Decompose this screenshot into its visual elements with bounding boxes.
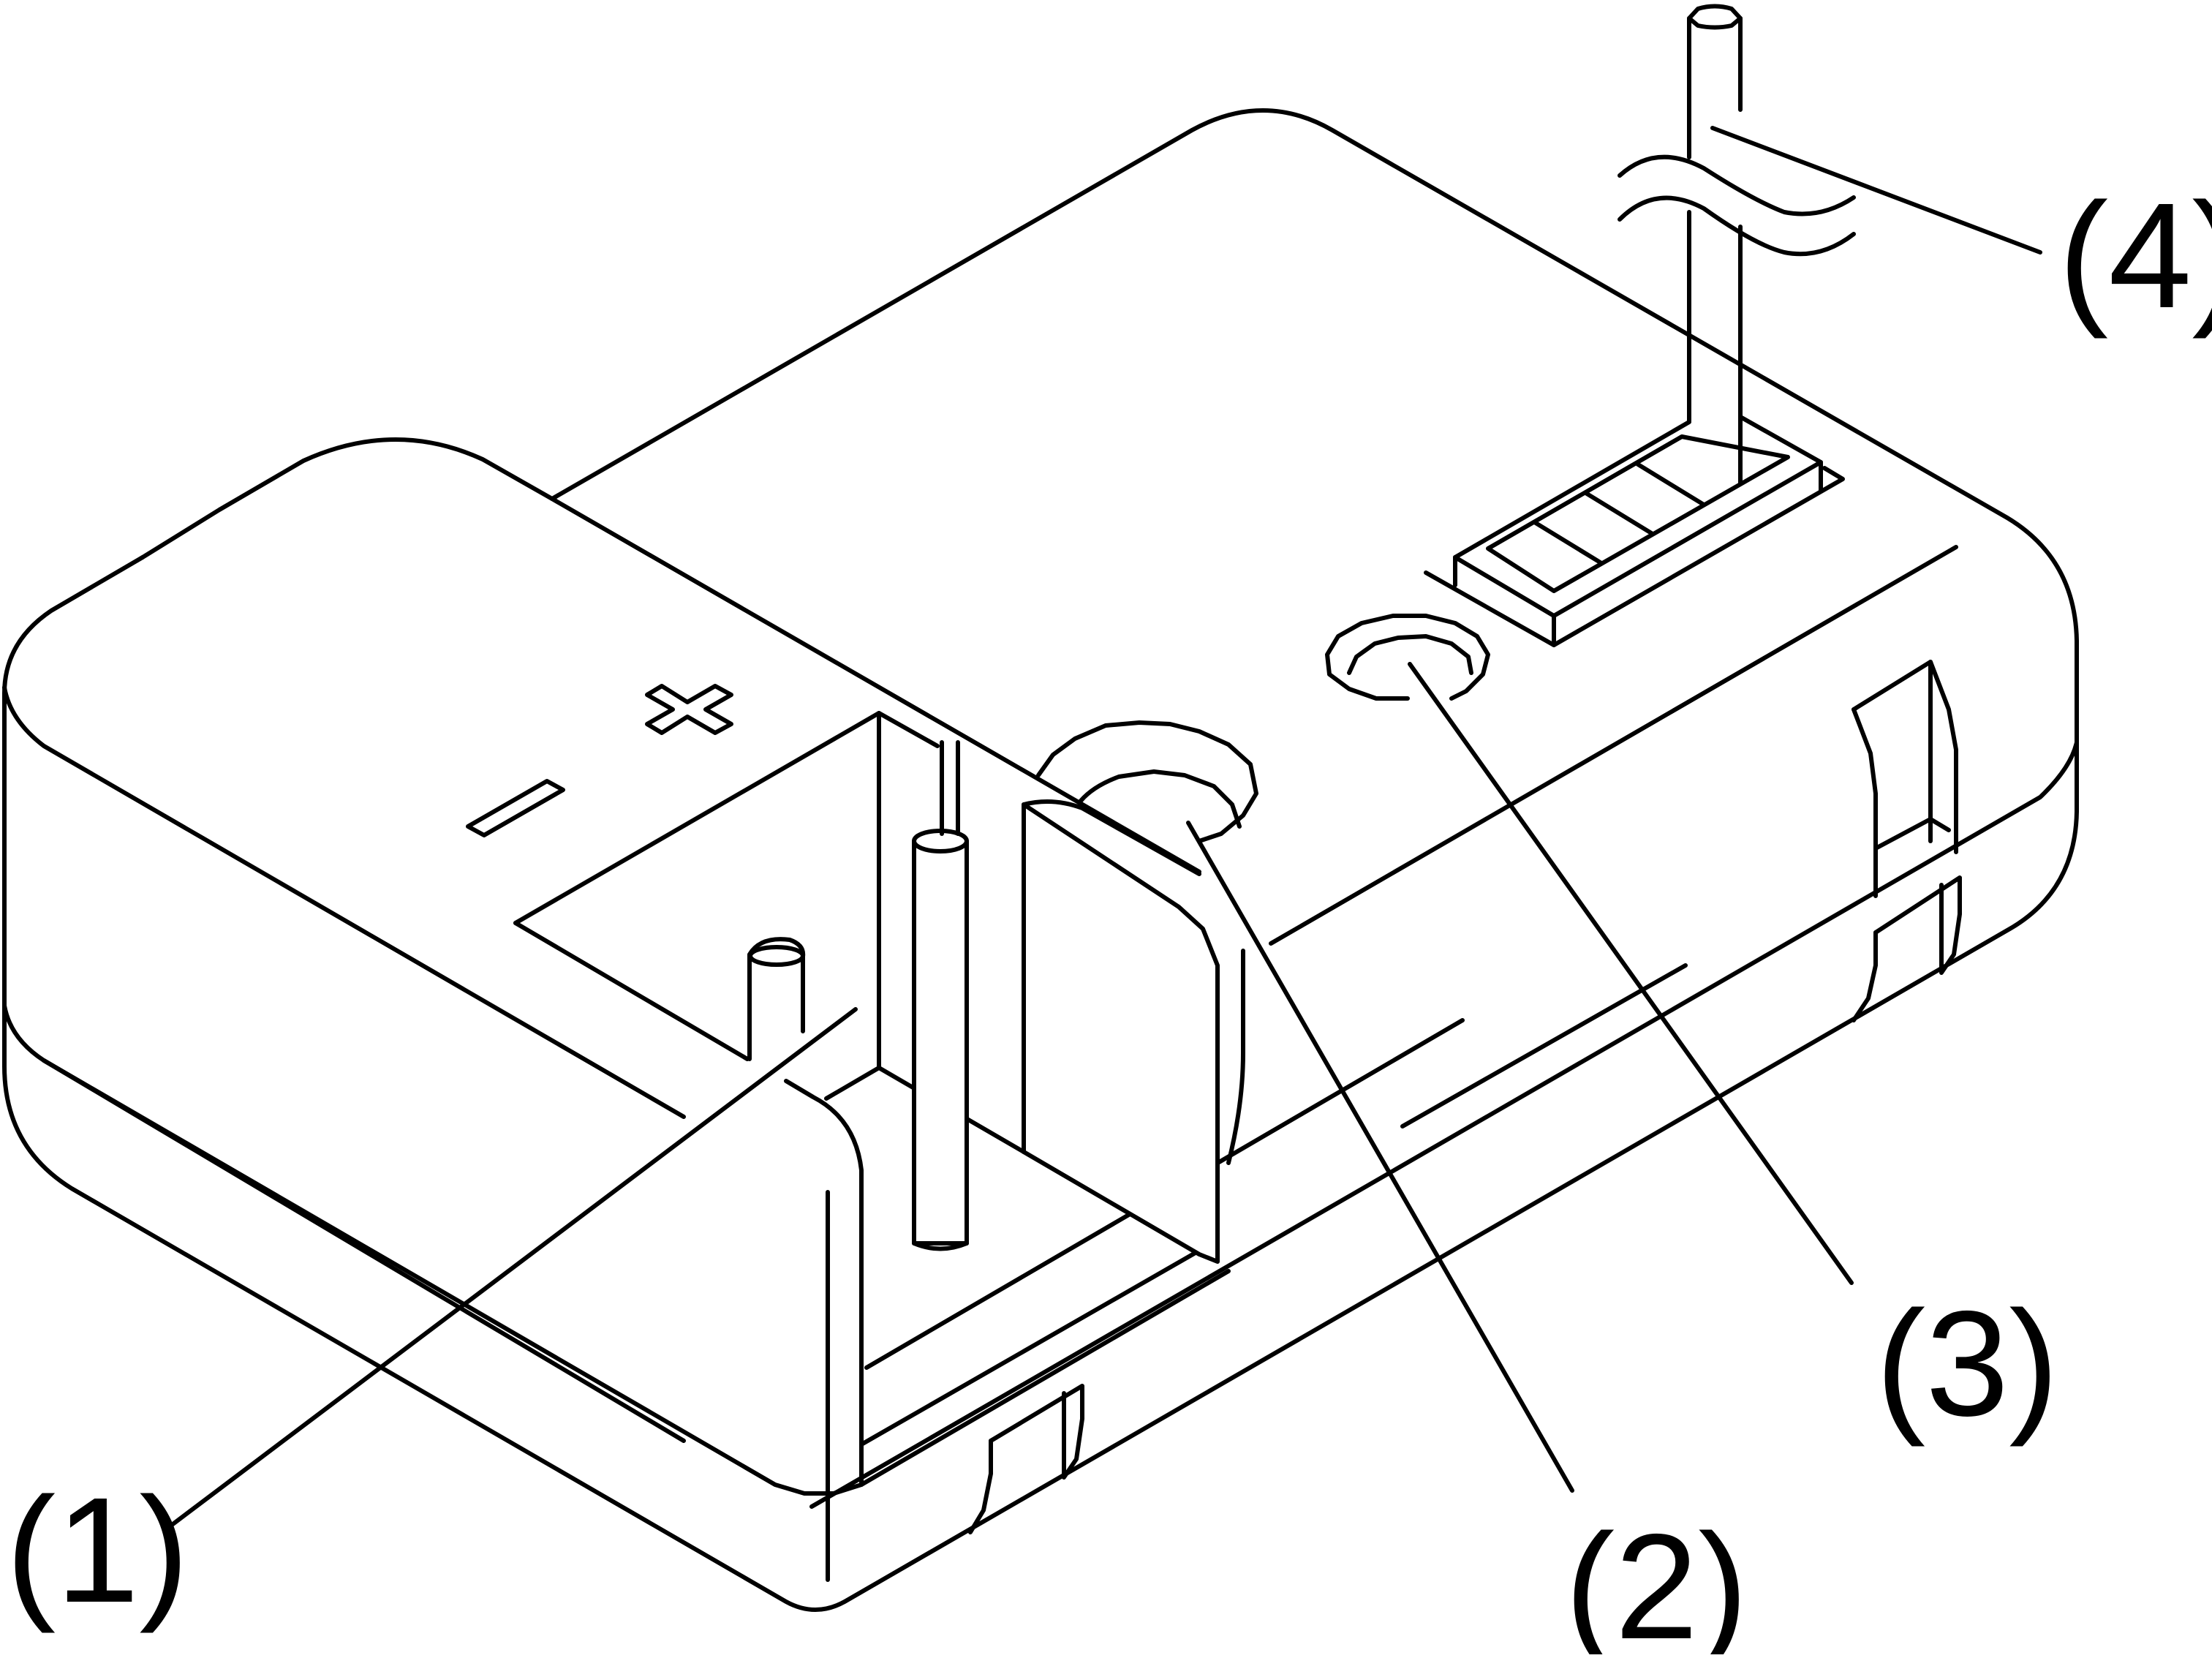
callout-label-4: (4) [2058, 172, 2212, 339]
callout-label-3: (3) [1876, 1280, 2059, 1447]
leader-line-4 [1710, 126, 2042, 255]
plus-symbol [645, 684, 733, 735]
battery-compartment [513, 711, 1258, 1487]
minus-symbol [466, 779, 565, 837]
polarity-markings: + − [0, 0, 733, 837]
leader-line-2 [1186, 821, 1574, 1493]
button-ring [1325, 614, 1490, 701]
leader-line-3 [1408, 662, 1854, 1285]
device-housing [2, 108, 2079, 1612]
leader-lines [170, 126, 2042, 1527]
leader-line-1 [170, 1007, 858, 1527]
callout-label-2: (2) [1565, 1503, 1748, 1654]
callout-label-1: (1) [6, 1466, 189, 1634]
minus-symbol-text: − [0, 0, 1, 1]
callout-labels: (1) (2) (3) (4) [6, 172, 2212, 1658]
side-clips [968, 660, 1962, 1534]
terminal-block [1424, 4, 1856, 647]
